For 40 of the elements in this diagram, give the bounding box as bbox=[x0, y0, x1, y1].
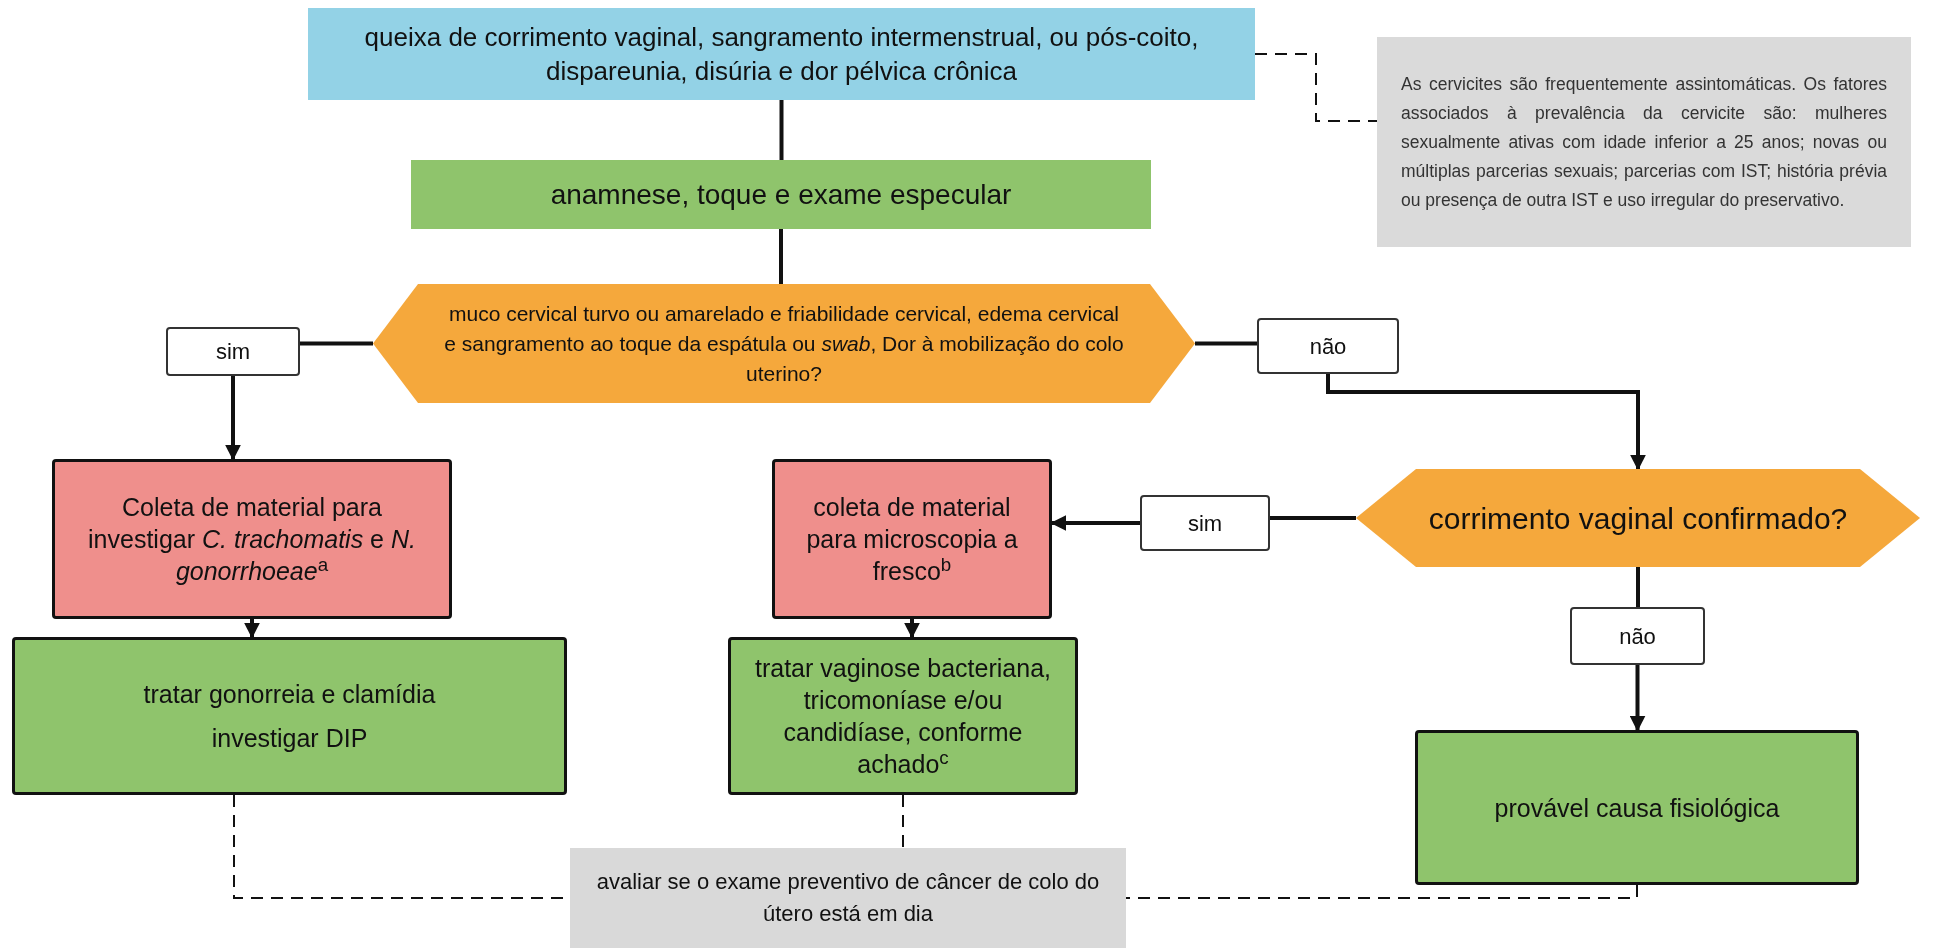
box-text: sim bbox=[215, 338, 251, 366]
arrow bbox=[1629, 665, 1646, 732]
answer-box bbox=[166, 327, 300, 376]
decision-hexagon bbox=[373, 284, 1195, 403]
answer-box bbox=[1140, 495, 1270, 551]
note-box bbox=[570, 848, 1126, 948]
process-box bbox=[12, 637, 567, 795]
decision-hexagon bbox=[1356, 469, 1920, 567]
arrow bbox=[1326, 374, 1646, 471]
box-text: Coleta de material para investigar C. trachomatis e N. gonorrhoeae$^{a}$ bbox=[87, 492, 417, 587]
box-text: anamnese, toque e exame especular bbox=[550, 177, 1012, 212]
box-text: sim bbox=[1187, 509, 1223, 538]
box-text: coleta de material para microscopia a fresco$^{b}$ bbox=[805, 492, 1019, 587]
answer-box bbox=[1257, 318, 1399, 374]
arrow bbox=[904, 619, 920, 639]
dashed-connector bbox=[902, 794, 904, 849]
box-text: queixa de corrimento vaginal, sangramento intermenstrual, ou pós-coito, dispareunia, disúria e dor pélvica crônica bbox=[363, 21, 1200, 88]
box-text: provável causa fisiológica bbox=[1494, 792, 1780, 824]
box-text: tratar vaginose bacteriana, tricomoníase e/ou candidíase, conforme achado$^{c}$ bbox=[754, 653, 1052, 780]
dashed-connector bbox=[1125, 884, 1638, 899]
box-text: tratar gonorreia e clamídia bbox=[143, 679, 436, 710]
dashed-connector bbox=[1254, 53, 1378, 122]
process-box bbox=[1415, 730, 1859, 885]
process-box bbox=[772, 459, 1052, 619]
box-text: investigar DIP bbox=[211, 723, 368, 754]
box-text: corrimento vaginal confirmado? bbox=[1428, 500, 1848, 537]
arrow bbox=[225, 376, 241, 461]
answer-box bbox=[1570, 607, 1705, 665]
process-box bbox=[411, 160, 1151, 229]
arrow bbox=[244, 619, 260, 639]
box-text: As cervicites são frequentemente assintomáticas. Os fatores associados à prevalência da cervicite são: mulheres sexualmente ativas com idade inferior a 25 anos; novas ou múltiplas parcerias sexuais; parcerias com IST; história prévia ou presença de outra IST e uso irregular do preservativo. bbox=[1401, 72, 1887, 212]
process-box bbox=[52, 459, 452, 619]
box-text: muco cervical turvo ou amarelado e friabilidade cervical, edema cervical e sangramento ao toque da espátula ou swab, Dor à mobilização do colo uterino? bbox=[443, 300, 1125, 387]
arrow bbox=[1050, 515, 1140, 531]
box-text: não bbox=[1309, 332, 1347, 361]
process-box bbox=[728, 637, 1078, 795]
start-box bbox=[308, 8, 1255, 100]
box-text: não bbox=[1619, 622, 1656, 651]
note-box bbox=[1377, 37, 1911, 247]
box-text: avaliar se o exame preventivo de câncer de colo do útero está em dia bbox=[595, 868, 1101, 928]
